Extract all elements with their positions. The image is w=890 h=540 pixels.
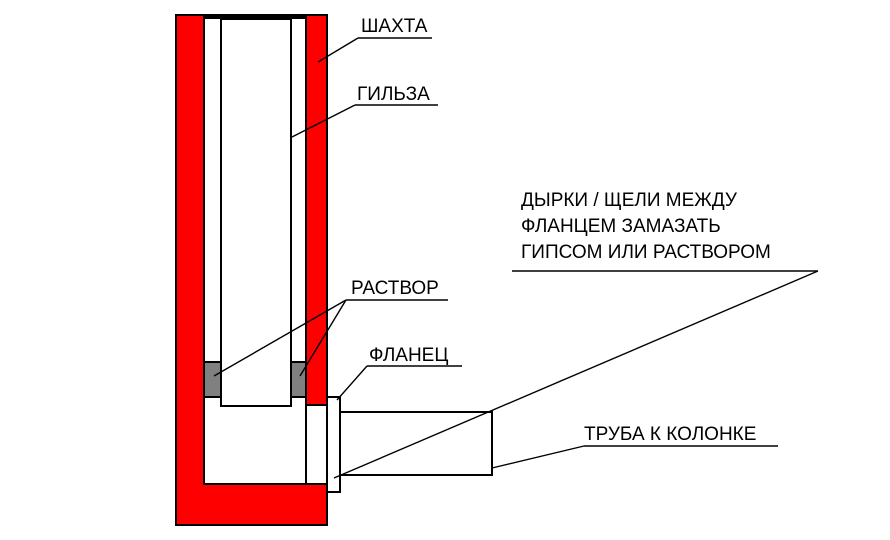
leader-mortar-right [299, 299, 347, 377]
leader-shaft [317, 37, 359, 63]
wall-opening [305, 404, 328, 485]
label-shaft: ШАХТА [361, 16, 428, 37]
label-note-line2: ФЛАНЦЕМ ЗАМАЗАТЬ [521, 216, 721, 237]
leader-sleeve [291, 104, 356, 138]
leader-flange [336, 365, 368, 401]
label-note-line1: ДЫРКИ / ЩЕЛИ МЕЖДУ [521, 190, 738, 211]
leader-note [333, 270, 819, 479]
label-sleeve: ГИЛЬЗА [357, 84, 430, 105]
sleeve-pipe [220, 18, 292, 407]
mortar-plug-right [290, 361, 307, 398]
leader-lines [213, 37, 819, 479]
mortar-plug-left [203, 361, 222, 398]
leader-pipe [491, 445, 585, 469]
leader-mortar-left [213, 299, 347, 377]
label-mortar: РАСТВОР [351, 278, 439, 299]
label-note-line3: ГИПСОМ ИЛИ РАСТВОРОМ [521, 242, 771, 263]
flange [326, 396, 341, 493]
label-pipe: ТРУБА К КОЛОНКЕ [584, 424, 756, 445]
label-flange: ФЛАНЕЦ [369, 345, 448, 366]
